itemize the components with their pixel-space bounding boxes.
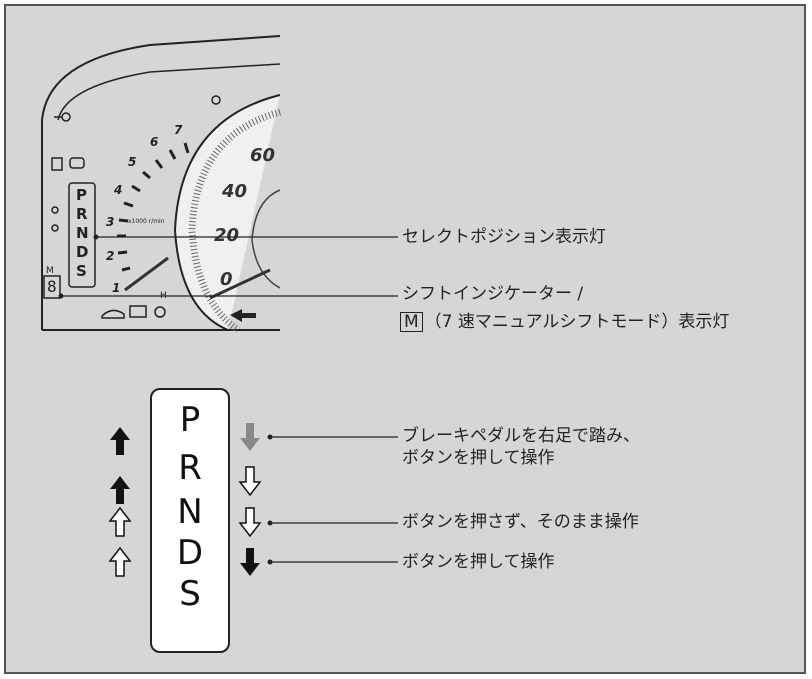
speed-number-40: 40: [222, 181, 248, 202]
gear-s: S: [179, 574, 201, 614]
speed-number-20: 20: [214, 225, 240, 246]
gear-p: P: [179, 400, 201, 440]
brake-warning-icon: [154, 306, 166, 318]
speed-number-60: 60: [250, 145, 276, 166]
gear-n: N: [177, 492, 203, 532]
indicator-d: D: [76, 243, 89, 261]
speedometer-dial-outer: [173, 94, 281, 331]
speed-number-0: 0: [220, 269, 233, 290]
indicator-lamp-circle: [211, 95, 221, 105]
key-icon: [54, 112, 71, 122]
up-arrow-filled-r-to-p-icon: [110, 427, 130, 455]
tach-number-4: 4: [114, 183, 123, 197]
tach-number-5: 5: [128, 155, 137, 169]
engine-check-icon: [69, 157, 85, 169]
gear-d: D: [176, 533, 204, 573]
up-arrow-filled-n-to-r-icon: [110, 476, 130, 504]
tach-number-6: 6: [150, 135, 159, 149]
up-arrow-outline-d-to-n-icon: [108, 506, 132, 537]
tachometer-needle: [124, 256, 169, 292]
down-arrow-outline-n-to-d-icon: [238, 507, 262, 538]
gear-r: R: [178, 448, 202, 488]
tach-number-1: 1: [112, 281, 121, 295]
tach-number-3: 3: [106, 215, 115, 229]
indicator-p: P: [76, 186, 87, 204]
speedometer-needle: [209, 268, 271, 300]
battery-icon: [129, 305, 147, 318]
down-arrow-filled-d-to-s-icon: [240, 548, 260, 576]
label-m-mode: M（7 速マニュアルシフトモード）表示灯: [400, 312, 729, 332]
tach-unit: x1000 r/min: [128, 218, 165, 225]
indicator-s: S: [76, 262, 87, 280]
label-shift-indicator: シフトインジケーター /: [402, 284, 584, 304]
turn-signal-left-icon: [230, 309, 256, 322]
passenger-icon: [51, 224, 59, 232]
indicator-r: R: [76, 205, 88, 223]
label-select-position: セレクトポジション表示灯: [402, 227, 606, 247]
speedometer-inner-ring: [251, 189, 281, 289]
down-arrow-gray-p-to-r-icon: [240, 423, 260, 451]
label-brake-line2: ボタンを押して操作: [402, 448, 555, 468]
oil-pressure-icon: [101, 309, 125, 319]
label-brake-line1: ブレーキペダルを右足で踏み、: [402, 426, 640, 446]
down-arrow-outline-r-to-n-icon: [238, 466, 262, 497]
m-mode-box: M: [400, 312, 423, 332]
indicator-n: N: [76, 224, 89, 242]
cluster-housing-inner: [57, 63, 281, 121]
shift-pattern-box: P R N D S: [150, 388, 230, 653]
tachometer-ticks: [117, 142, 190, 272]
tach-number-2: 2: [106, 249, 115, 263]
label-press-button: ボタンを押して操作: [402, 552, 555, 572]
diagram-frame: [4, 4, 806, 674]
airbag-icon: [51, 206, 59, 214]
label-no-button: ボタンを押さず、そのまま操作: [402, 512, 639, 532]
gear-indicator-frame: [43, 275, 61, 299]
mode-letter: M: [46, 266, 54, 276]
m-mode-text: （7 速マニュアルシフトモード）表示灯: [424, 312, 730, 332]
up-arrow-outline-s-to-d-icon: [108, 546, 132, 577]
tach-number-7: 7: [174, 123, 183, 137]
gear-digit: 8: [47, 277, 57, 296]
cluster-housing-outer: [41, 35, 281, 330]
seatbelt-icon: [51, 157, 63, 171]
